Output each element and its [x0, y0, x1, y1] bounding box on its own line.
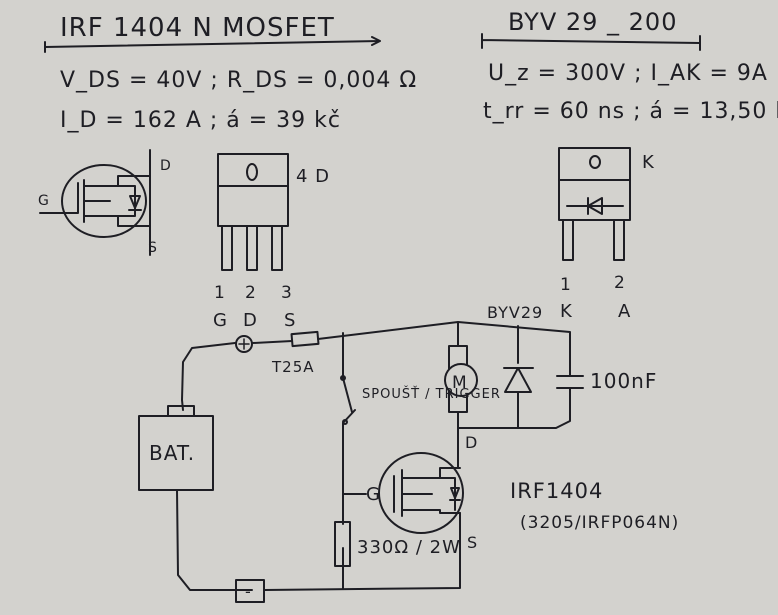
battery-icon	[138, 405, 214, 491]
mosfet-gate-label: G	[366, 484, 381, 505]
battery-label: BAT.	[149, 441, 195, 465]
diode-spec-line1: U_z = 300V ; I_AK = 9A	[488, 61, 768, 86]
mosfet-alternatives-label: (3205/IRFP064N)	[520, 513, 679, 533]
mosfet-symbol-icon	[39, 149, 151, 256]
mosfet-source-label: S	[467, 533, 478, 552]
resistor-label: 330Ω / 2W	[357, 537, 461, 558]
motor-icon	[444, 345, 478, 413]
symbol-d-label: D	[160, 158, 172, 174]
diode-package-icon	[558, 147, 631, 261]
diode-tab-label: K	[642, 152, 655, 173]
circuit-diode-icon	[503, 367, 534, 393]
mosfet-part-label: IRF1404	[510, 479, 603, 503]
pin-number-2: 2	[245, 283, 257, 303]
mosfet-spec-line2: I_D = 162 A ; á = 39 kč	[60, 108, 341, 133]
resistor-icon	[334, 521, 351, 567]
circuit-wires	[176, 321, 571, 591]
capacitor-icon	[556, 375, 584, 389]
negative-terminal-label: -	[245, 582, 252, 601]
pin-number-3: 3	[281, 283, 293, 303]
mosfet-drain-label: D	[465, 433, 478, 452]
diode-spec-line2: t_rr = 60 ns ; á = 13,50 kč	[483, 99, 778, 124]
pin-number-1: 1	[214, 283, 226, 303]
positive-terminal-icon	[235, 335, 253, 353]
mosfet-spec-line1: V_DS = 40V ; R_DS = 0,004 Ω	[60, 68, 417, 93]
diode-pin-number-1: 1	[560, 275, 572, 295]
diode-pin-label-k: K	[560, 301, 573, 322]
tab-drain-label: 4 D	[296, 166, 330, 187]
diode-pin-label-a: A	[618, 301, 631, 322]
fuse-label: T25A	[271, 358, 315, 376]
circuit-diode-label: BYV29	[487, 303, 543, 322]
pin-label-s: S	[284, 310, 296, 331]
pin-label-g: G	[213, 310, 228, 331]
negative-terminal-icon	[235, 579, 265, 603]
motor-label: M	[452, 373, 468, 393]
mosfet-title-underline	[44, 36, 381, 53]
pin-label-d: D	[243, 310, 258, 331]
diode-title: BYV 29 _ 200	[508, 8, 677, 36]
switch-label: SPOUŠŤ / TRIGGER	[362, 386, 501, 402]
fuse-icon	[290, 330, 320, 348]
circuit-mosfet-icon	[378, 452, 464, 534]
symbol-s-label: S	[148, 240, 158, 256]
diode-title-underline	[481, 33, 701, 51]
mosfet-title: IRF 1404 N MOSFET	[60, 13, 335, 43]
to220-package-icon	[217, 153, 289, 271]
diode-pin-number-2: 2	[614, 273, 626, 293]
symbol-g-label: G	[38, 193, 50, 209]
capacitor-label: 100nF	[590, 369, 657, 393]
